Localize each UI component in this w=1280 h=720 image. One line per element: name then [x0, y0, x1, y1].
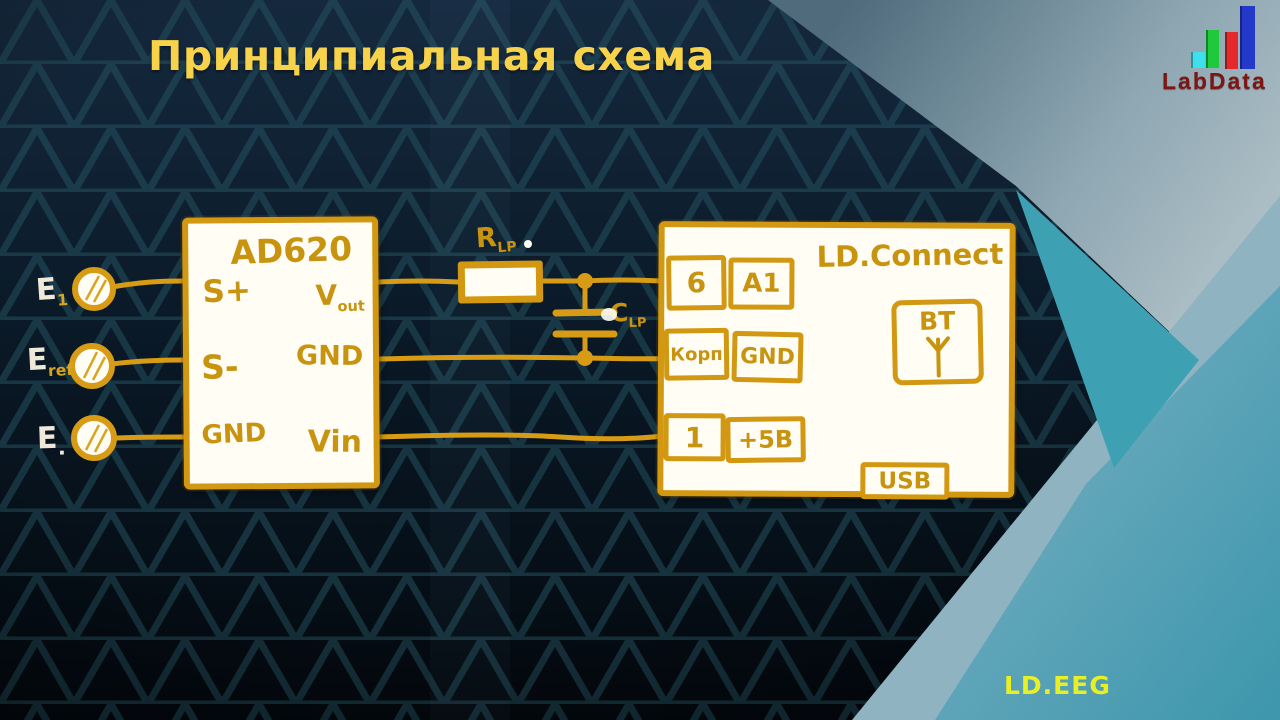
electrode-ref-label: Eref: [26, 341, 73, 381]
electrode-ref-contact: [69, 343, 115, 389]
pin-s-minus: S-: [200, 346, 240, 387]
pin-vout: Vout: [315, 278, 365, 316]
electrode-1-contact: [72, 267, 116, 311]
pin-vout-base: V: [315, 278, 338, 313]
module-signal-a1: A1: [728, 257, 795, 310]
product-brand: LD.EEG: [1004, 671, 1111, 700]
module-signal-5v: +5В: [725, 416, 806, 464]
electrode-ref-base: E: [26, 342, 49, 379]
electrode-1-sub: 1: [56, 290, 69, 310]
logo-bar-green-icon: [1206, 30, 1219, 68]
logo-bar-blue-icon: [1240, 6, 1255, 69]
amplifier-title: AD620: [229, 228, 353, 272]
logo-bar-red-icon: [1225, 32, 1238, 69]
wire-vin-to-pin1: [376, 432, 665, 442]
antenna-icon: [925, 336, 950, 378]
capacitor-label-sub: LP: [628, 315, 647, 331]
bluetooth-box: BT: [891, 298, 984, 386]
electrode-0-contact: [71, 415, 117, 461]
electrode-0-label: E.: [36, 421, 66, 461]
module-block: LD.Connect 6 A1 Корп GND 1 +5В BT USB: [657, 221, 1016, 500]
electrode-0-sub: .: [57, 435, 67, 460]
pin-gnd-left: GND: [200, 417, 267, 451]
module-pin-korp: Корп: [663, 327, 730, 381]
amplifier-block: AD620 S+ Vout S- GND GND Vin: [182, 216, 380, 490]
logo-bar-cyan-icon: [1191, 52, 1205, 68]
wire-e3-to-gnd: [111, 434, 186, 441]
pin-gnd-right: GND: [295, 340, 364, 373]
module-signal-gnd: GND: [731, 330, 804, 384]
module-title: LD.Connect: [816, 236, 1004, 274]
module-pin-1: 1: [663, 413, 726, 462]
ink-speck: [524, 240, 532, 248]
pin-vout-sub: out: [337, 297, 366, 316]
electrode-0-base: E: [36, 420, 59, 457]
wire-e2-to-sminus: [109, 357, 186, 367]
usb-box: USB: [860, 462, 950, 500]
teal-wedge: [1016, 190, 1199, 468]
wire-junction-to-pin6: [582, 277, 665, 284]
labdata-logo: LabData: [1160, 2, 1280, 98]
whiteout-blob: [601, 308, 617, 321]
electrode-1-label: E1: [35, 271, 69, 311]
bluetooth-label: BT: [918, 306, 956, 336]
resistor-label: RLP: [475, 221, 517, 258]
electrode-ref-sub: ref: [47, 360, 74, 381]
resistor-body: [457, 260, 544, 304]
page-title: Принципиальная схема: [148, 32, 715, 80]
pin-vin: Vin: [307, 424, 362, 460]
resistor-label-base: R: [474, 221, 498, 255]
electrode-1-base: E: [34, 271, 58, 309]
pin-s-plus: S+: [201, 272, 252, 311]
resistor-label-sub: LP: [496, 238, 518, 257]
junction-dots: [577, 273, 593, 366]
electrode-contacts: [69, 267, 117, 461]
wire-gnd-line: [376, 354, 671, 362]
gray-triangle: [768, 0, 1280, 360]
wire-e1-to-splus: [109, 278, 186, 290]
module-pin-6: 6: [666, 254, 727, 311]
teal-polygon: [935, 286, 1280, 720]
logo-wordmark: LabData: [1162, 68, 1267, 94]
corner-decoration: [768, 0, 1280, 720]
wire-vout-to-resistor: [376, 278, 461, 285]
